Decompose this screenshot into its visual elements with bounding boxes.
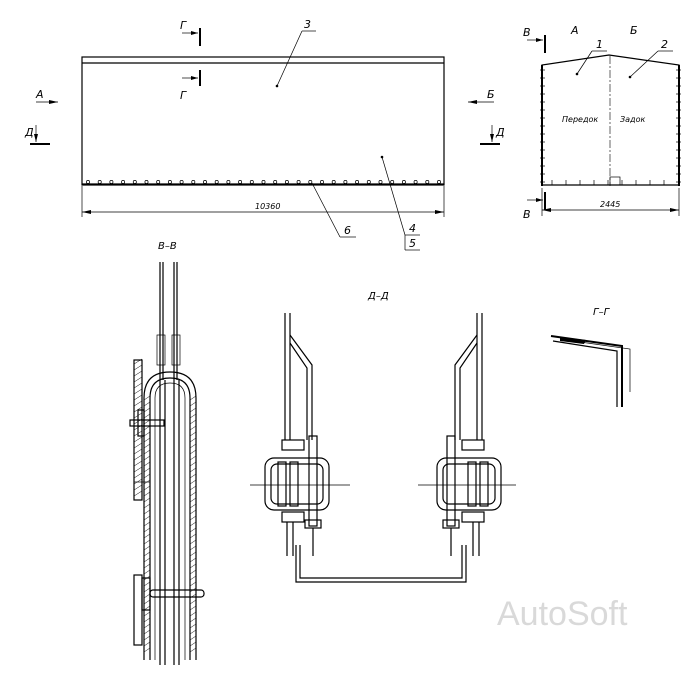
rivet — [86, 180, 90, 184]
leader-line-3 — [276, 30, 303, 87]
rivet — [167, 180, 172, 184]
section-vv: В–В — [129, 241, 205, 665]
rivet — [261, 180, 266, 184]
leader-number-4: 4 — [409, 222, 416, 235]
rivet — [273, 180, 278, 184]
section-vv-title: В–В — [158, 241, 177, 252]
rivet — [331, 180, 336, 184]
rivet — [366, 180, 371, 184]
rear-text: Задок — [620, 115, 645, 124]
rivet — [179, 180, 184, 184]
rivet — [308, 180, 313, 184]
leader-line-4 — [381, 156, 406, 236]
rivet — [249, 180, 254, 184]
end-label-b: Б — [630, 24, 638, 37]
view-a-label: А — [35, 88, 44, 101]
rivet — [97, 180, 102, 184]
dimension-width-text: 2445 — [600, 200, 620, 209]
section-d-label-right: Д — [495, 126, 505, 139]
dimension-length-text: 10360 — [255, 202, 280, 211]
rivet — [355, 180, 360, 184]
rivet — [214, 180, 219, 184]
rivet — [390, 180, 395, 184]
dd-bottom-bridge — [295, 545, 467, 583]
section-g-label-top: Г — [180, 19, 187, 32]
rivet — [156, 180, 161, 184]
rivet — [203, 180, 207, 184]
rivet — [401, 180, 406, 184]
section-d-label-left: Д — [24, 126, 34, 139]
rivet — [378, 180, 383, 184]
dd-left-clamp — [264, 457, 330, 511]
end-view-ticks — [540, 69, 681, 185]
view-b-label: Б — [487, 88, 495, 101]
section-dd: Д–Д — [250, 291, 516, 583]
rivet — [425, 180, 430, 184]
vv-outer-bend — [143, 371, 197, 660]
section-dd-title: Д–Д — [367, 291, 389, 302]
section-v-label-bottom: В — [523, 208, 531, 221]
dim-arrow-right — [435, 210, 444, 214]
leader-number-2: 2 — [661, 38, 668, 51]
section-gg-title: Г–Г — [593, 307, 611, 318]
section-v-label-top: В — [523, 26, 531, 39]
rivet — [437, 180, 441, 184]
leader-number-5: 5 — [409, 237, 416, 250]
front-text: Передок — [562, 115, 598, 124]
side-panel-outline — [81, 56, 445, 186]
rivet — [191, 180, 196, 184]
leader-dot-4 — [380, 155, 384, 159]
leader-dot-3 — [275, 84, 279, 88]
leader-number-6: 6 — [344, 224, 351, 237]
section-gg: Г–Г — [550, 307, 631, 407]
rivet — [121, 180, 126, 184]
rivet-row — [86, 180, 441, 184]
end-label-a: А — [570, 24, 579, 37]
leader-number-1: 1 — [596, 38, 603, 51]
dim-arrow-left — [82, 210, 91, 214]
leader-line-6 — [311, 182, 341, 238]
end-view: А Б 1 2 Передок Задок 2445 В В — [523, 24, 681, 221]
rivet — [132, 180, 137, 184]
rivet — [144, 180, 149, 184]
gg-profile-inner — [552, 340, 618, 407]
leader-number-3: 3 — [304, 18, 311, 31]
rivet — [284, 180, 289, 184]
vv-top-bolt — [129, 419, 165, 427]
rivet — [296, 180, 301, 184]
rivet — [413, 180, 418, 184]
rivet — [320, 180, 324, 184]
rivet — [109, 180, 114, 184]
rivet — [238, 180, 243, 184]
rivet — [343, 180, 348, 184]
main-side-view: 10360 3 4 5 6 Г Г А Б — [24, 18, 505, 251]
watermark-text: AutoSoft — [497, 595, 628, 633]
rivet — [226, 180, 231, 184]
dd-right-clamp — [436, 457, 502, 511]
section-g-label-bottom: Г — [180, 89, 187, 102]
